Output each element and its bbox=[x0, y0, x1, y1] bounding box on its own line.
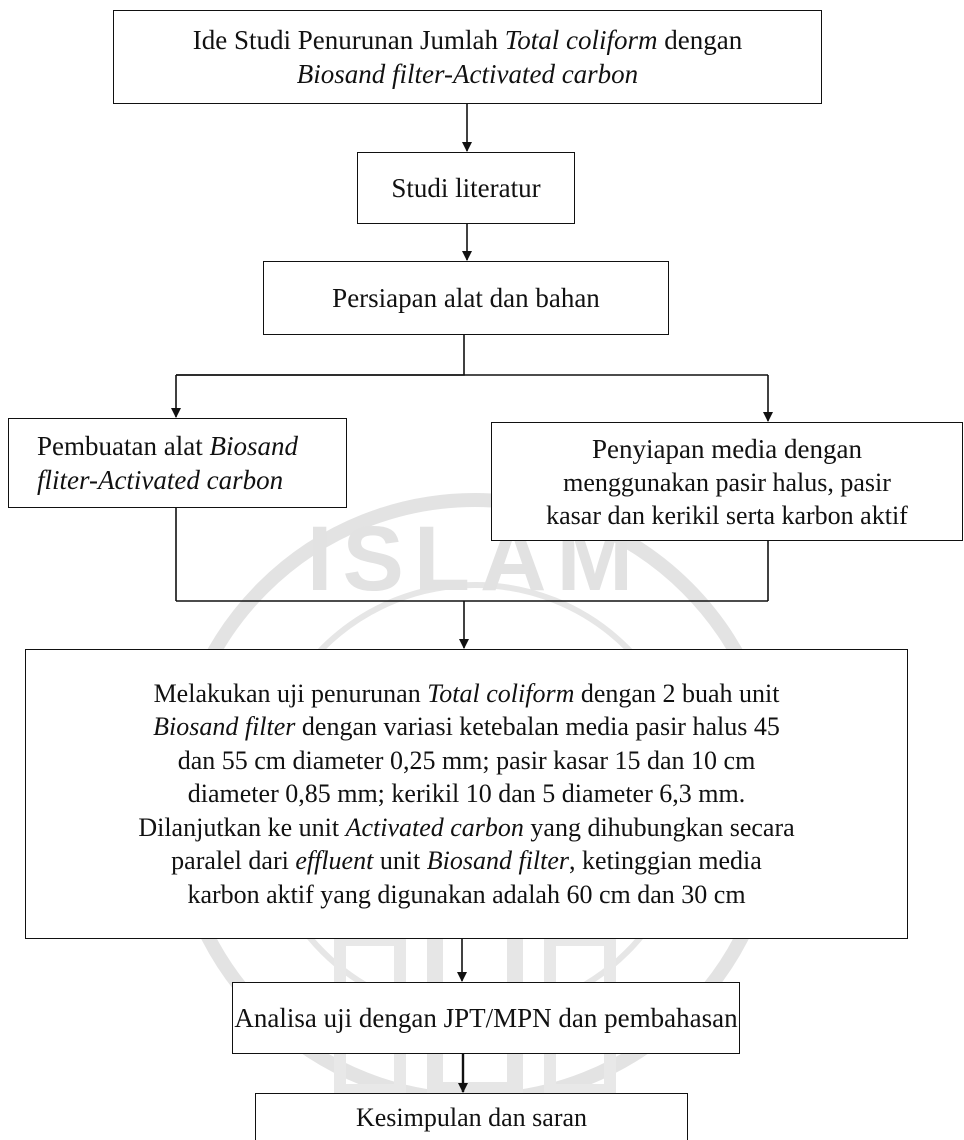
split-connector bbox=[176, 335, 465, 376]
test-line-1: Melakukan uji penurunan Total coliform d… bbox=[154, 677, 780, 711]
idea-italic-2: Biosand filter-Activated carbon bbox=[296, 59, 639, 89]
test-line-7: karbon aktif yang digunakan adalah 60 cm… bbox=[187, 879, 746, 909]
preparation-box: Persiapan alat dan bahan bbox=[263, 261, 669, 335]
build-italic-1: Biosand bbox=[209, 431, 298, 461]
literature-box: Studi literatur bbox=[357, 152, 575, 224]
test-italic: Biosand filter bbox=[426, 846, 570, 876]
build-line-2: fliter-Activated carbon bbox=[37, 463, 283, 497]
build-italic-2: fliter-Activated carbon bbox=[37, 465, 284, 495]
media-prep-box: Penyiapan media dengan menggunakan pasir… bbox=[491, 422, 963, 541]
idea-line-2: Biosand filter-Activated carbon bbox=[297, 57, 638, 91]
idea-box: Ide Studi Penurunan Jumlah Total colifor… bbox=[113, 10, 822, 104]
literature-label: Studi literatur bbox=[391, 173, 541, 203]
test-italic: Biosand filter bbox=[153, 712, 296, 742]
media-line-2: menggunakan pasir halus, pasir bbox=[563, 467, 891, 497]
test-text: unit bbox=[373, 846, 427, 876]
test-line-3: dan 55 cm diameter 0,25 mm; pasir kasar … bbox=[177, 745, 756, 775]
test-italic: effluent bbox=[295, 846, 374, 876]
test-box: Melakukan uji penurunan Total coliform d… bbox=[25, 649, 908, 939]
test-line-5: Dilanjutkan ke unit Activated carbon yan… bbox=[138, 811, 794, 845]
test-text: Melakukan uji penurunan bbox=[153, 678, 428, 708]
test-text: paralel dari bbox=[171, 846, 296, 876]
test-text: yang dihubungkan secara bbox=[523, 812, 795, 842]
idea-line-1: Ide Studi Penurunan Jumlah Total colifor… bbox=[193, 23, 742, 57]
idea-text-2: dengan bbox=[657, 25, 743, 55]
preparation-label: Persiapan alat dan bahan bbox=[332, 283, 600, 313]
idea-text-1: Ide Studi Penurunan Jumlah bbox=[192, 25, 505, 55]
test-line-6: paralel dari effluent unit Biosand filte… bbox=[171, 844, 762, 878]
test-line-4: diameter 0,85 mm; kerikil 10 dan 5 diame… bbox=[187, 779, 746, 809]
test-italic: Activated carbon bbox=[345, 812, 524, 842]
analysis-label: Analisa uji dengan JPT/MPN dan pembahasa… bbox=[234, 1003, 738, 1033]
test-italic: Total coliform bbox=[427, 678, 575, 708]
conclusion-label: Kesimpulan dan saran bbox=[355, 1102, 588, 1132]
build-tool-box: Pembuatan alat Biosand fliter-Activated … bbox=[8, 418, 347, 508]
test-text: dengan 2 buah unit bbox=[574, 678, 780, 708]
analysis-box: Analisa uji dengan JPT/MPN dan pembahasa… bbox=[232, 982, 740, 1054]
conclusion-box: Kesimpulan dan saran bbox=[255, 1093, 688, 1140]
media-line-1: Penyiapan media dengan bbox=[592, 433, 862, 464]
media-line-3: kasar dan kerikil serta karbon aktif bbox=[546, 500, 908, 530]
test-text: Dilanjutkan ke unit bbox=[138, 812, 346, 842]
test-text: , ketinggian media bbox=[569, 846, 762, 876]
idea-italic-1: Total coliform bbox=[504, 25, 658, 55]
test-line-2: Biosand filter dengan variasi ketebalan … bbox=[153, 710, 780, 744]
build-line-1: Pembuatan alat Biosand bbox=[37, 429, 298, 463]
test-text: dengan variasi ketebalan media pasir hal… bbox=[295, 712, 780, 742]
build-text-1: Pembuatan alat bbox=[37, 431, 210, 461]
